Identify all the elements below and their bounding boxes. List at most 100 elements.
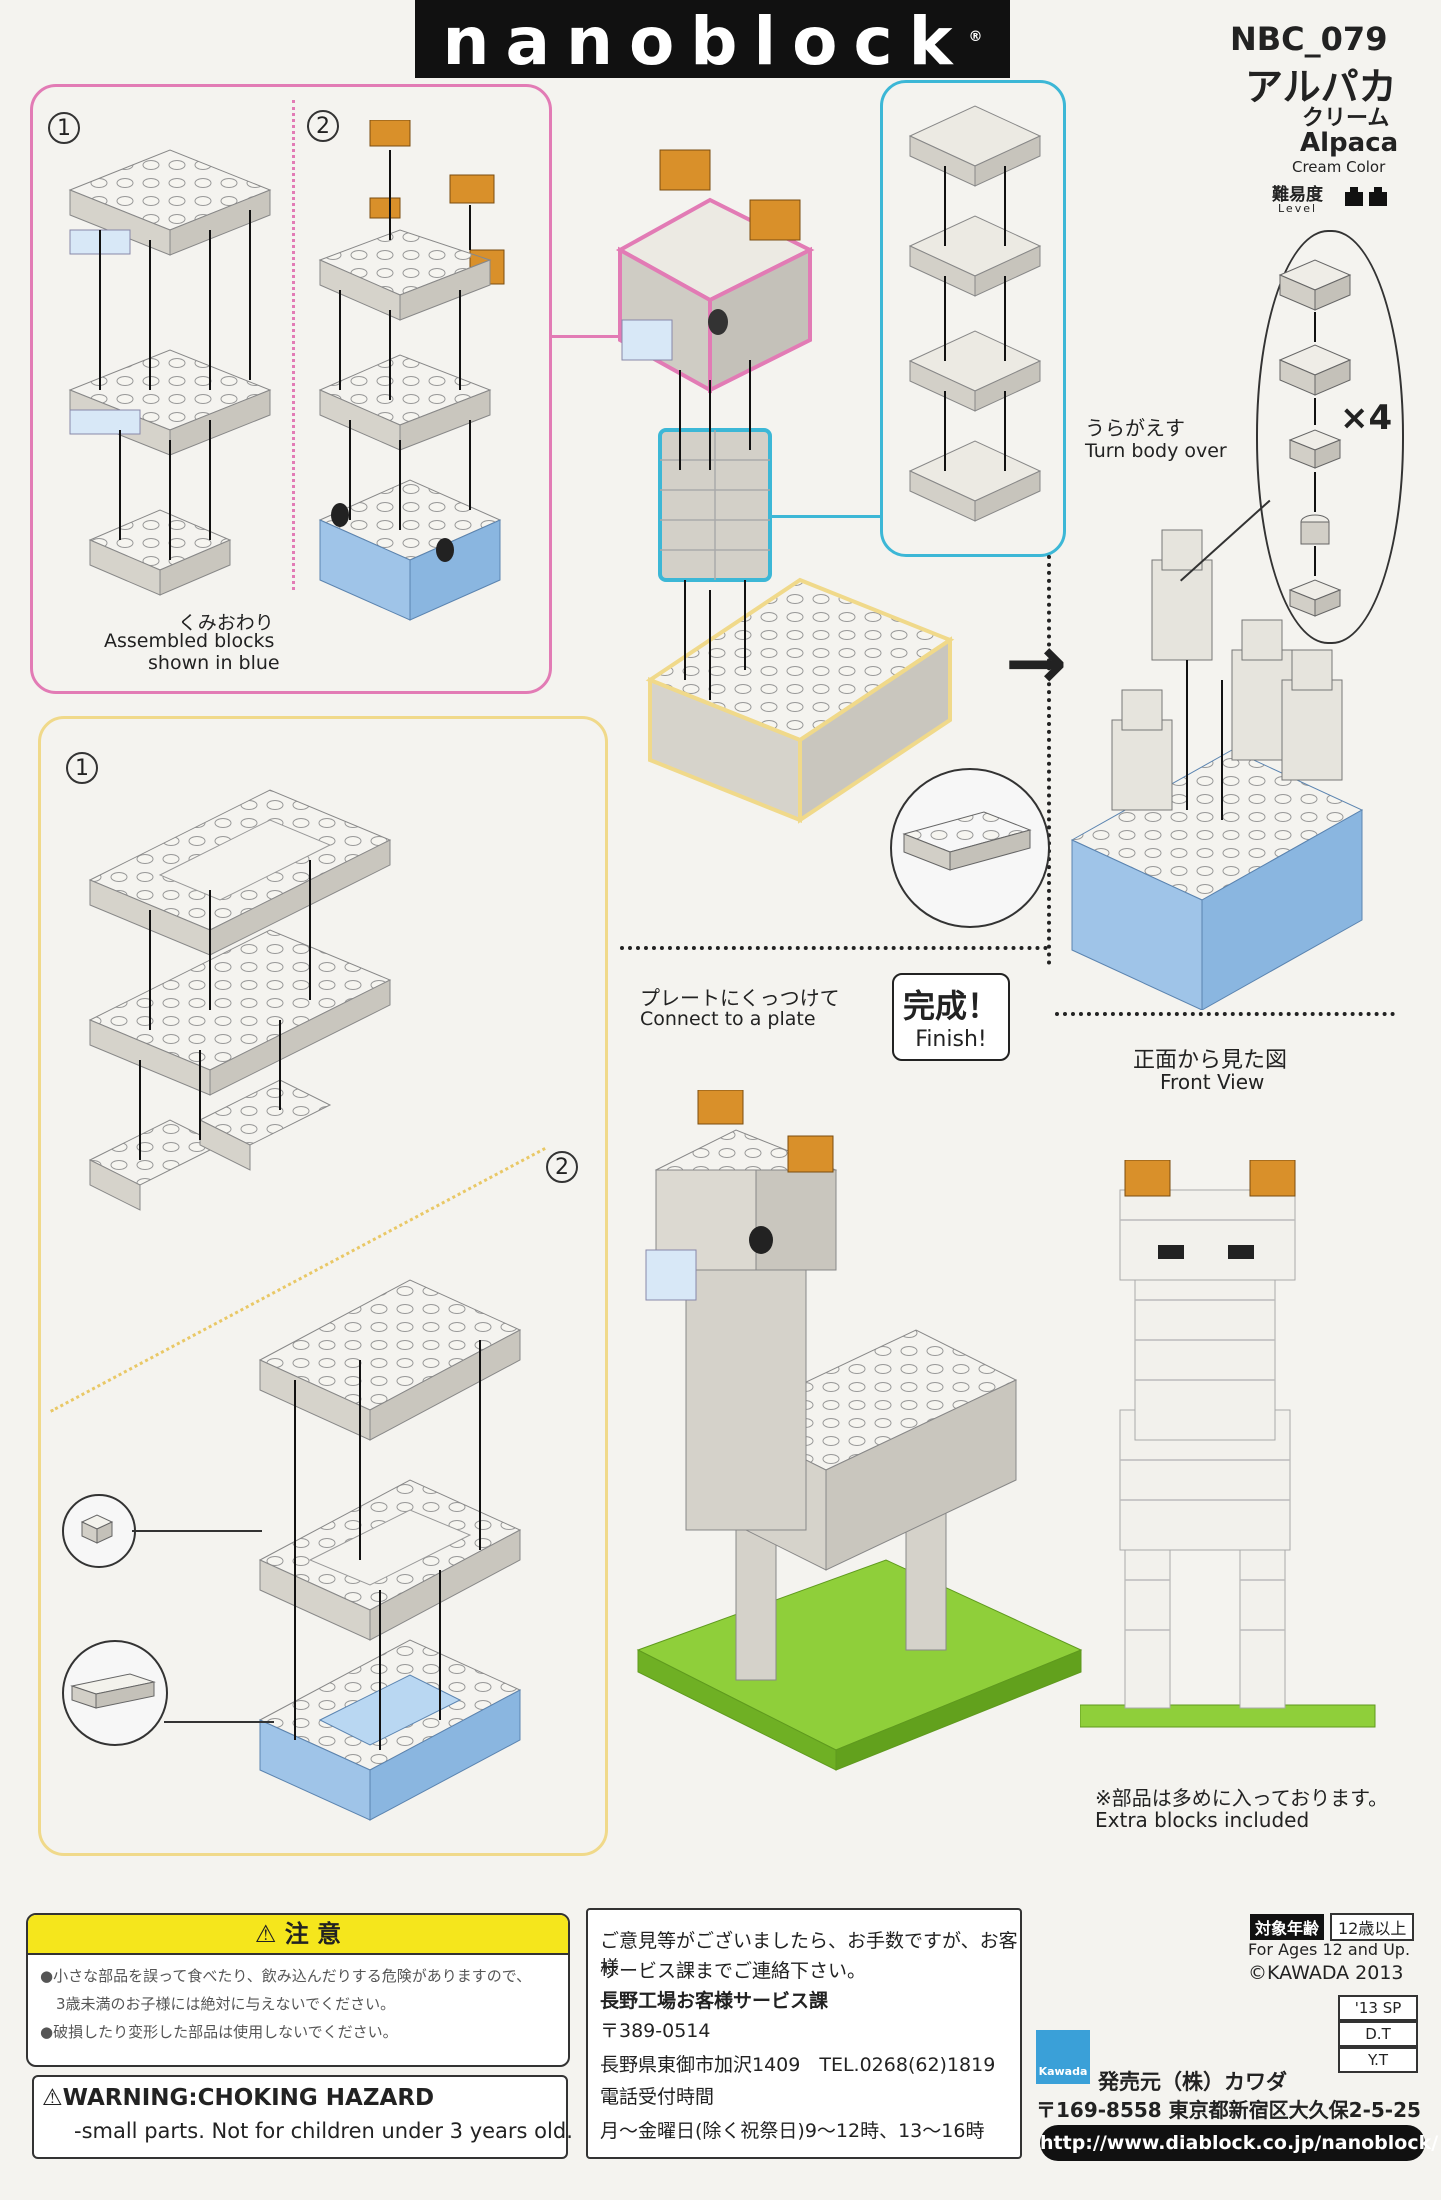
- publisher-label: 発売元（株）カワダ: [1098, 2070, 1287, 2094]
- warning-title: ⚠WARNING:CHOKING HAZARD: [42, 2085, 434, 2111]
- body-legs-layer: [88, 1079, 332, 1211]
- leg-build-diagram: [1278, 259, 1352, 617]
- extra-blocks-jp: ※部品は多めに入っております。: [1095, 1786, 1389, 1810]
- long-block-icon: [70, 1673, 156, 1709]
- kawada-logo-text: Kawada: [1038, 2065, 1088, 2078]
- extra-blocks-en: Extra blocks included: [1095, 1808, 1310, 1832]
- logo-text: nanoblock: [442, 3, 969, 80]
- head-steps-panel: [30, 84, 552, 694]
- assembled-neck: [658, 428, 772, 582]
- step-number-2: 2: [307, 110, 339, 142]
- caution-title: 注 意: [284, 1920, 342, 1948]
- pink-connector-line: [552, 335, 622, 338]
- publisher-address: 〒169-8558 東京都新宿区大久保2-5-25: [1036, 2098, 1421, 2122]
- dotted-horizontal-divider: [620, 946, 1048, 950]
- difficulty-en: Level: [1278, 202, 1318, 215]
- caution-header: ⚠ 注 意: [28, 1915, 568, 1955]
- copyright: ©KAWADA 2013: [1248, 1962, 1404, 1984]
- code-tag-3: Y.T: [1338, 2047, 1418, 2073]
- body-step-number-2: 2: [546, 1151, 578, 1183]
- body-base-assembled: [258, 1639, 522, 1821]
- assembled-body: [645, 577, 955, 824]
- body-steps-panel: [38, 716, 608, 1856]
- head-neck-body-assembly: [615, 149, 955, 824]
- caution-line-2: 3歳未満のお子様には絶対に与えないでください。: [56, 1995, 396, 2013]
- assembled-note-en2: shown in blue: [148, 652, 280, 674]
- product-name-jp: アルパカ: [1245, 65, 1397, 109]
- contact-line-7: 月〜金曜日(除く祝祭日)9〜12時、13〜16時: [600, 2120, 985, 2142]
- turn-over-en: Turn body over: [1085, 440, 1227, 462]
- small-block-icon: [80, 1514, 114, 1544]
- body-frame-layer-2: [88, 929, 392, 1096]
- finish-jp: 完成！: [902, 987, 999, 1025]
- contact-line-5: 長野県東御市加沢1409 TEL.0268(62)1819: [600, 2054, 996, 2076]
- cyan-connector-line: [770, 515, 882, 518]
- age-label-jp: 対象年齢: [1250, 1914, 1325, 1940]
- body-top-plate: [258, 1279, 522, 1441]
- warning-triangle-icon: ⚠: [254, 1920, 277, 1948]
- neck-steps-panel: [880, 80, 1066, 557]
- nanoblock-logo: nanoblock®: [415, 0, 1010, 80]
- product-color-en: Cream Color: [1292, 158, 1386, 176]
- connect-jp: プレートにくっつけて: [640, 986, 840, 1010]
- warning-icon: ⚠: [42, 2085, 63, 2111]
- body-frame-layer-3: [258, 1479, 522, 1641]
- dotted-vertical-divider: [1047, 555, 1051, 965]
- neck-steps-diagram: [908, 105, 1042, 522]
- caution-box: ⚠ 注 意 ●小さな部品を誤って食べたり、飲み込んだりする危険がありますので、 …: [26, 1913, 570, 2067]
- contact-line-1: ご意見等がございましたら、お手数ですが、お客様: [600, 1930, 1018, 1979]
- body-frame-layer-1: [88, 789, 392, 956]
- finish-badge: 完成！ Finish!: [892, 973, 1010, 1061]
- contact-box: ご意見等がございましたら、お手数ですが、お客様 サービス課までご連絡下さい。 長…: [586, 1908, 1022, 2159]
- contact-line-6: 電話受付時間: [600, 2086, 715, 2108]
- panel-divider: [292, 100, 295, 590]
- step1-layer-bottom: [88, 509, 232, 596]
- plate-block-icon: [902, 811, 1032, 871]
- leg-zoom-oval: [1256, 230, 1404, 644]
- front-view-en: Front View: [1160, 1070, 1265, 1094]
- big-arrow-icon: →: [1005, 620, 1068, 706]
- assembled-head: [615, 149, 815, 394]
- caution-line-1: ●小さな部品を誤って食べたり、飲み込んだりする危険がありますので、: [40, 1967, 532, 1985]
- contact-line-2: サービス課までご連絡下さい。: [600, 1960, 867, 1982]
- warning-body: -small parts. Not for children under 3 y…: [74, 2119, 573, 2143]
- product-name-en: Alpaca: [1300, 128, 1399, 158]
- dotted-bottom-divider: [1055, 1012, 1395, 1016]
- code-tag-2: D.T: [1338, 2021, 1418, 2047]
- step2-layer-mid: [318, 354, 492, 451]
- finish-en: Finish!: [915, 1027, 987, 1052]
- step2-assembled: [318, 479, 502, 621]
- turned-body-diagram: [1070, 529, 1364, 1010]
- front-view-jp: 正面から見た図: [1133, 1048, 1288, 1073]
- body-steps-diagram: [88, 789, 522, 1821]
- registered-mark: ®: [968, 29, 983, 45]
- front-view-alpaca: [1080, 1160, 1376, 1728]
- code-tag-1: '13 SP: [1338, 1995, 1418, 2021]
- age-value-jp: 12歳以上: [1330, 1913, 1415, 1941]
- difficulty-blocks-icon: [1345, 187, 1387, 206]
- step2-layer-top: [318, 229, 492, 321]
- contact-line-3: 長野工場お客様サービス課: [600, 1990, 829, 2012]
- finished-alpaca-diagram: [636, 1090, 1083, 1771]
- kawada-logo: Kawada: [1036, 2030, 1090, 2084]
- body-step-number-1: 1: [66, 752, 98, 784]
- warning-title-text: WARNING:CHOKING HAZARD: [62, 2085, 435, 2111]
- product-code: NBC_079: [1230, 20, 1388, 58]
- age-en: For Ages 12 and Up.: [1248, 1940, 1411, 1959]
- warning-box: ⚠WARNING:CHOKING HAZARD -small parts. No…: [32, 2075, 573, 2159]
- product-color-jp: クリーム: [1302, 106, 1390, 131]
- assembled-note-en1: Assembled blocks: [104, 630, 275, 652]
- head-steps-diagram: [68, 120, 505, 621]
- step1-layer-mid: [68, 349, 272, 456]
- small-block-leader: [132, 1530, 262, 1532]
- long-block-leader: [164, 1721, 274, 1723]
- contact-line-4: 〒389-0514: [600, 2020, 711, 2042]
- connect-en: Connect to a plate: [640, 1008, 816, 1030]
- caution-line-3: ●破損したり変形した部品は使用しないでください。: [40, 2023, 398, 2041]
- turn-over-jp: うらがえす: [1085, 416, 1185, 440]
- difficulty-jp: 難易度: [1272, 185, 1323, 205]
- times-four: ×4: [1340, 398, 1393, 438]
- step1-layer-top: [68, 149, 272, 256]
- assembled-note-jp: くみおわり: [178, 612, 274, 634]
- website-link[interactable]: http://www.diablock.co.jp/nanoblock/: [1040, 2125, 1438, 2161]
